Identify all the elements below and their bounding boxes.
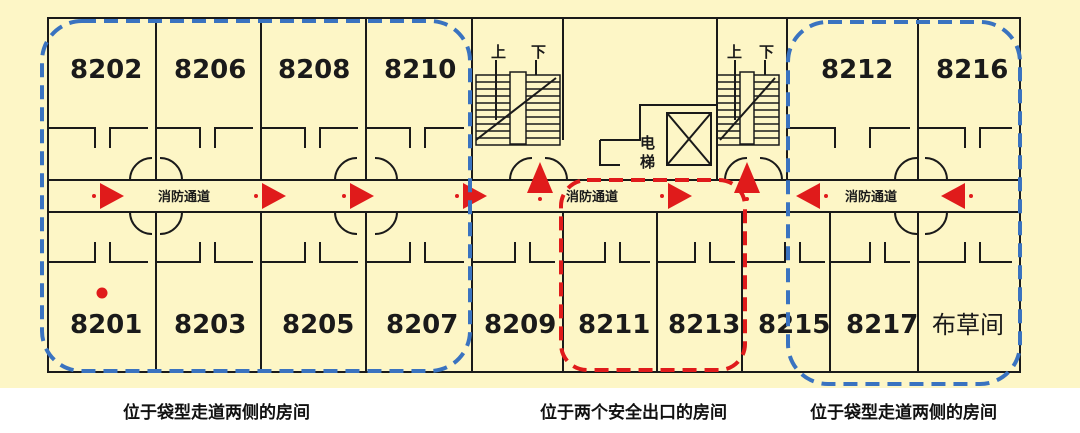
room-8201: 8201 (70, 310, 142, 340)
building-outline (47, 17, 1021, 373)
corridor-label-left: 消防通道 (158, 189, 210, 205)
room-8210: 8210 (384, 55, 456, 85)
between-exits-zone (559, 178, 747, 372)
arrow-right-5 (660, 183, 692, 209)
room-8208: 8208 (278, 55, 350, 85)
arrow-left-1 (796, 183, 828, 209)
room-8216: 8216 (936, 55, 1008, 85)
room-8205: 8205 (282, 310, 354, 340)
room-8211: 8211 (578, 310, 650, 340)
stair-up-label-left: 上 (491, 43, 506, 61)
arrow-left-2 (941, 183, 973, 209)
dead-end-zone-right (786, 20, 1022, 386)
room-8207: 8207 (386, 310, 458, 340)
door-swings (129, 157, 948, 235)
room-8202: 8202 (70, 55, 142, 85)
caption-middle: 位于两个安全出口的房间 (540, 403, 727, 423)
evacuation-arrows (92, 162, 973, 299)
stairwell-left (475, 60, 561, 146)
room-8213: 8213 (668, 310, 740, 340)
room-8212: 8212 (821, 55, 893, 85)
arrow-right-1 (92, 183, 124, 209)
room-8209: 8209 (484, 310, 556, 340)
caption-left: 位于袋型走道两侧的房间 (123, 403, 310, 423)
corridor-label-middle: 消防通道 (566, 189, 618, 205)
room-8206: 8206 (174, 55, 246, 85)
stair-down-label-left: 下 (531, 43, 546, 61)
elevator-shaft (666, 112, 712, 166)
caption-right: 位于袋型走道两侧的房间 (810, 403, 997, 423)
linen-room-label: 布草间 (932, 311, 1004, 339)
dead-end-zone-left (40, 19, 472, 373)
location-dot (96, 287, 108, 299)
room-8203: 8203 (174, 310, 246, 340)
stair-down-label-right: 下 (759, 43, 774, 61)
floor-background (0, 0, 1080, 388)
stairwell-right (716, 60, 780, 146)
elevator-label-2: 梯 (640, 153, 655, 171)
room-8217: 8217 (846, 310, 918, 340)
room-8215: 8215 (758, 310, 830, 340)
arrow-right-3 (342, 183, 374, 209)
corridor-label-right: 消防通道 (845, 189, 897, 205)
walls (47, 17, 1021, 373)
stair-up-label-right: 上 (727, 43, 742, 61)
arrow-right-2 (254, 183, 286, 209)
elevator-label-1: 电 (640, 134, 655, 152)
arrow-up-left-stair (527, 162, 553, 201)
